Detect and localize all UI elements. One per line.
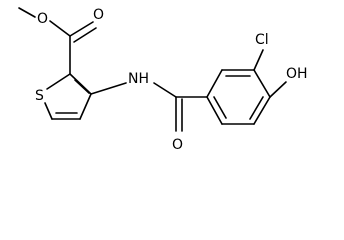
bond-ester-carbonyl-1 xyxy=(69,21,94,37)
hydroxy-label: OH xyxy=(286,66,308,82)
amide-nh-label: NH xyxy=(128,71,149,87)
bond-methyl-o xyxy=(18,7,36,18)
molecule-structure: O O S NH O Cl OH xyxy=(18,7,308,153)
bond-c2-c3-inner xyxy=(74,79,90,94)
bond-nh-amide-carbon xyxy=(153,82,177,98)
bond-b4-b5 xyxy=(253,96,271,125)
ester-carbonyl-oxygen-label: O xyxy=(93,7,104,23)
bond-b4-b5-inner xyxy=(249,96,264,120)
bond-ring-oh xyxy=(269,81,287,98)
amide-oxygen-label: O xyxy=(172,137,183,153)
bond-b6-b1 xyxy=(206,96,223,125)
atom-labels: O O S NH O Cl OH xyxy=(35,7,308,153)
bond-c3-nh xyxy=(90,82,127,95)
chlorine-label: Cl xyxy=(255,32,269,48)
bond-b3-b4 xyxy=(253,69,271,98)
bond-o-ester-carbon xyxy=(49,20,71,37)
bond-b1-b2 xyxy=(206,69,223,98)
methoxy-oxygen-label: O xyxy=(37,11,48,27)
bond-ester-carbonyl-2 xyxy=(73,27,97,43)
bond-c3-c4 xyxy=(79,93,92,120)
bond-ring-cl xyxy=(253,49,264,71)
bond-s-c2 xyxy=(46,73,71,90)
thiophene-sulfur-label: S xyxy=(35,88,44,104)
bonds xyxy=(18,7,287,132)
bond-c5-s xyxy=(44,102,53,120)
bond-b6-b1-inner xyxy=(213,96,227,119)
